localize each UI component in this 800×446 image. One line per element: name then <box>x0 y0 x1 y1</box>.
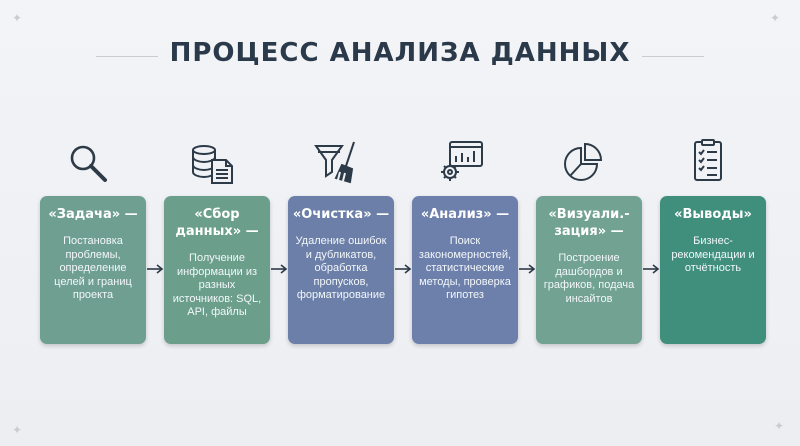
checklist-icon <box>694 139 722 181</box>
pie-chart-icon <box>564 142 603 181</box>
title-divider-right <box>642 56 704 57</box>
step-card-task: «Задача» — Постановка проблемы, определе… <box>40 196 146 344</box>
arrow-right-icon <box>147 264 164 274</box>
step-title: «Выводы» <box>674 207 752 222</box>
arrow-right-icon <box>271 264 288 274</box>
step-title: «Сбор данных» — <box>175 207 259 239</box>
step-card-cleaning: «Очистка» — Удаление ошибок и дубликатов… <box>288 196 394 344</box>
step-description: Постановка проблемы, определение целей и… <box>54 235 132 301</box>
sparkle-icon: ✦ <box>774 419 785 433</box>
sparkle-icon: ✦ <box>770 11 781 25</box>
step-description: Построение дашбордов и графиков, подача … <box>543 252 635 305</box>
magnifier-icon <box>70 145 107 182</box>
step-description: Получение информации из разных источнико… <box>172 252 262 318</box>
page-title: ПРОЦЕСС АНАЛИЗА ДАННЫХ <box>169 38 631 68</box>
title-divider-left <box>96 56 158 57</box>
step-card-analysis: «Анализ» — Поиск закономерностей, статис… <box>412 196 518 344</box>
arrow-right-icon <box>519 264 536 274</box>
step-title: «Очистка» — <box>292 207 390 222</box>
step-card-collection: «Сбор данных» — Получение информации из … <box>164 196 270 344</box>
funnel-broom-icon <box>314 141 355 184</box>
step-title: «Визуали.-зация» — <box>548 207 630 239</box>
step-description: Поиск закономерностей, статистические ме… <box>418 235 512 301</box>
step-title: «Анализ» — <box>420 207 510 222</box>
arrow-right-icon <box>395 264 412 274</box>
arrow-right-icon <box>643 264 660 274</box>
step-card-visualization: «Визуали.-зация» — Построение дашбордов … <box>536 196 642 344</box>
step-description: Бизнес-рекомендации и отчётность <box>671 235 755 274</box>
sparkle-icon: ✦ <box>12 11 23 25</box>
step-title: «Задача» — <box>48 207 138 222</box>
sparkle-icon: ✦ <box>12 423 23 437</box>
database-document-icon <box>192 145 233 184</box>
gear-chart-icon <box>441 141 483 181</box>
step-description: Удаление ошибок и дубликатов, обработка … <box>295 235 387 301</box>
step-card-conclusions: «Выводы» Бизнес-рекомендации и отчётност… <box>660 196 766 344</box>
